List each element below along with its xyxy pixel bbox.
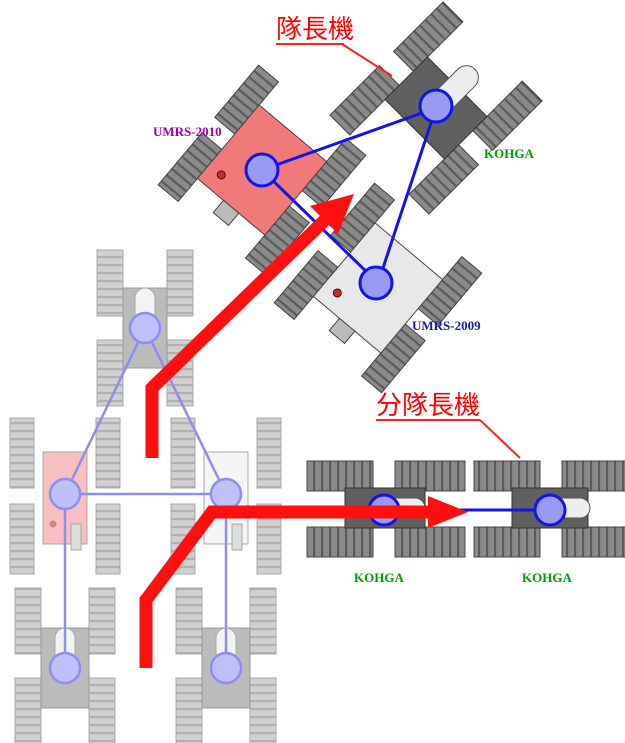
- node-kohga-leader: [418, 88, 454, 124]
- arrow-to-subleader-head: [428, 496, 468, 528]
- label-subleader: 分隊長機: [376, 391, 480, 421]
- label-umrs-2009: UMRS-2009: [412, 318, 481, 333]
- subleader-callout-line: [479, 419, 521, 459]
- arrow-to-leader: [145, 213, 332, 458]
- label-leader: 隊長機: [276, 15, 354, 45]
- arrow-to-leader-head: [310, 194, 354, 234]
- label-umrs-2010: UMRS-2010: [153, 124, 222, 139]
- label-kohga-top: KOHGA: [484, 146, 534, 161]
- leader-callout-line: [341, 43, 393, 77]
- label-kohga-right: KOHGA: [522, 570, 572, 585]
- red-arrows: [139, 194, 468, 668]
- faint-formation: [9, 249, 282, 743]
- node-kohga-right: [533, 493, 567, 527]
- arrow-to-subleader: [139, 505, 432, 668]
- label-kohga-mid: KOHGA: [354, 570, 404, 585]
- node-umrs-2010: [244, 152, 280, 188]
- node-umrs-2009: [358, 265, 394, 301]
